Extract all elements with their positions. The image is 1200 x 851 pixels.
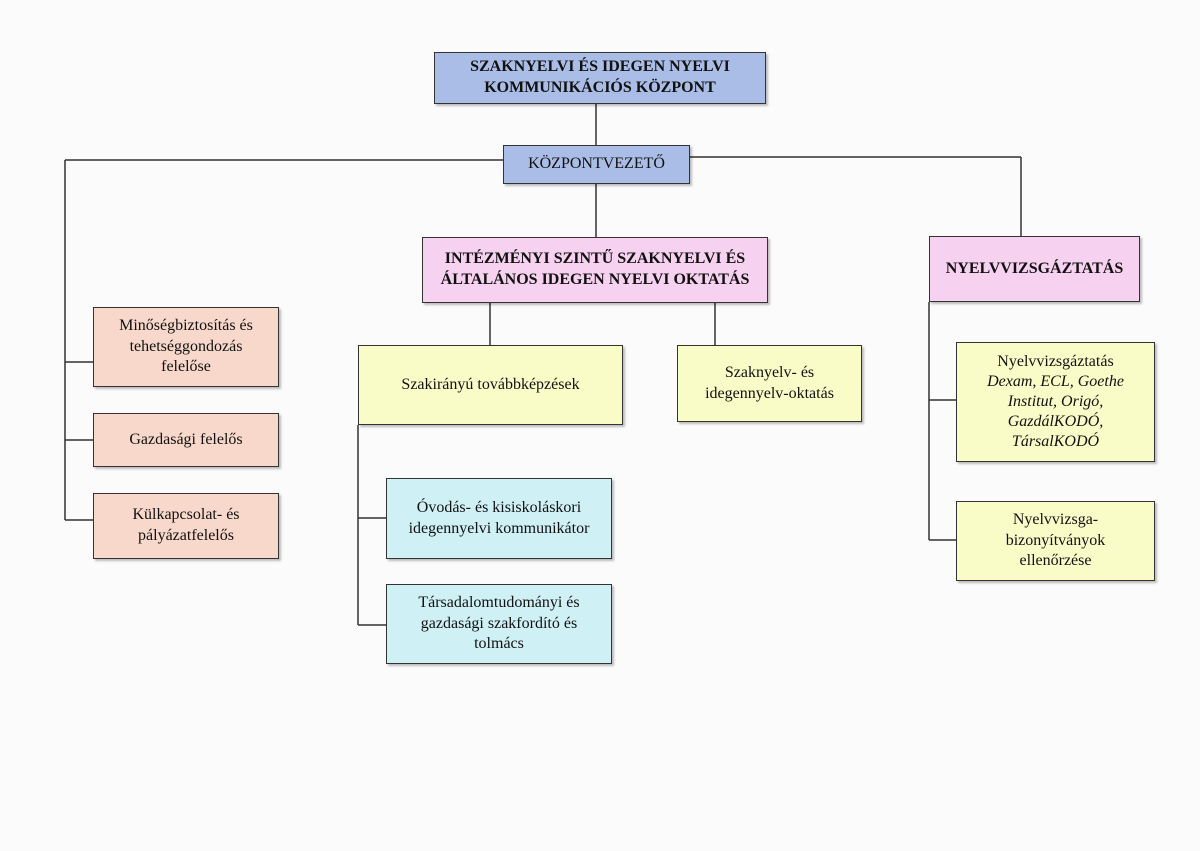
- specialized-box: Szakirányú továbbképzések: [358, 345, 623, 425]
- exam-types-line3: GazdálKODÓ,: [1007, 413, 1104, 430]
- quality-line2: tehetséggondozás: [129, 337, 243, 355]
- exam-types-line2: Institut, Origó,: [1007, 393, 1104, 410]
- root-title-line2: KOMMUNIKÁCIÓS KÖZPONT: [484, 79, 716, 96]
- translator-line2: gazdasági szakfordító és: [420, 614, 578, 632]
- exam-types-title: Nyelvvizsgáztatás: [997, 353, 1114, 370]
- director-label: KÖZPONTVEZETŐ: [528, 155, 665, 173]
- cert-check-line3: ellenőrzése: [1019, 552, 1092, 570]
- director-box: KÖZPONTVEZETŐ: [503, 145, 690, 184]
- quality-line3: felelőse: [161, 358, 211, 376]
- education-line1: INTÉZMÉNYI SZINTŰ SZAKNYELVI ÉS: [444, 250, 746, 268]
- language-teaching-line1: Szaknyelv- és: [724, 363, 815, 381]
- quality-line1: Minőségbiztosítás és: [119, 316, 253, 334]
- external-line1: Külkapcsolat- és: [132, 506, 240, 524]
- economic-box: Gazdasági felelős: [93, 413, 279, 467]
- education-line2: ÁLTALÁNOS IDEGEN NYELVI OKTATÁS: [440, 271, 750, 288]
- exam-types-box: Nyelvvizsgáztatás Dexam, ECL, Goethe Ins…: [956, 342, 1155, 462]
- exams-box: NYELVVIZSGÁZTATÁS: [929, 236, 1140, 302]
- exam-types-line4: TársalKODÓ: [1011, 433, 1100, 450]
- translator-line3: tolmács: [474, 635, 524, 653]
- kindergarten-line1: Óvodás- és kisiskoláskori: [416, 498, 582, 516]
- education-box: INTÉZMÉNYI SZINTŰ SZAKNYELVI ÉS ÁLTALÁNO…: [422, 237, 768, 303]
- external-box: Külkapcsolat- és pályázatfelelős: [93, 493, 279, 559]
- translator-box: Társadalomtudományi és gazdasági szakfor…: [386, 584, 612, 664]
- language-teaching-line2: idegennyelv-oktatás: [705, 384, 834, 402]
- cert-check-line1: Nyelvvizsga-: [1012, 510, 1099, 528]
- root-center-box: SZAKNYELVI ÉS IDEGEN NYELVI KOMMUNIKÁCIÓ…: [434, 52, 766, 104]
- kindergarten-line2: idegennyelvi kommunikátor: [408, 519, 590, 537]
- specialized-label: Szakirányú továbbképzések: [401, 375, 580, 393]
- language-teaching-box: Szaknyelv- és idegennyelv-oktatás: [677, 345, 862, 422]
- external-line2: pályázatfelelős: [138, 527, 234, 544]
- kindergarten-box: Óvodás- és kisiskoláskori idegennyelvi k…: [386, 478, 612, 559]
- exam-types-line1: Dexam, ECL, Goethe: [987, 373, 1124, 390]
- cert-check-box: Nyelvvizsga- bizonyítványok ellenőrzése: [956, 501, 1155, 581]
- translator-line1: Társadalomtudományi és: [418, 593, 580, 611]
- quality-box: Minőségbiztosítás és tehetséggondozás fe…: [93, 307, 279, 387]
- cert-check-line2: bizonyítványok: [1005, 531, 1106, 549]
- root-title-line1: SZAKNYELVI ÉS IDEGEN NYELVI: [470, 58, 730, 76]
- economic-label: Gazdasági felelős: [129, 430, 243, 448]
- exams-label: NYELVVIZSGÁZTATÁS: [945, 259, 1124, 277]
